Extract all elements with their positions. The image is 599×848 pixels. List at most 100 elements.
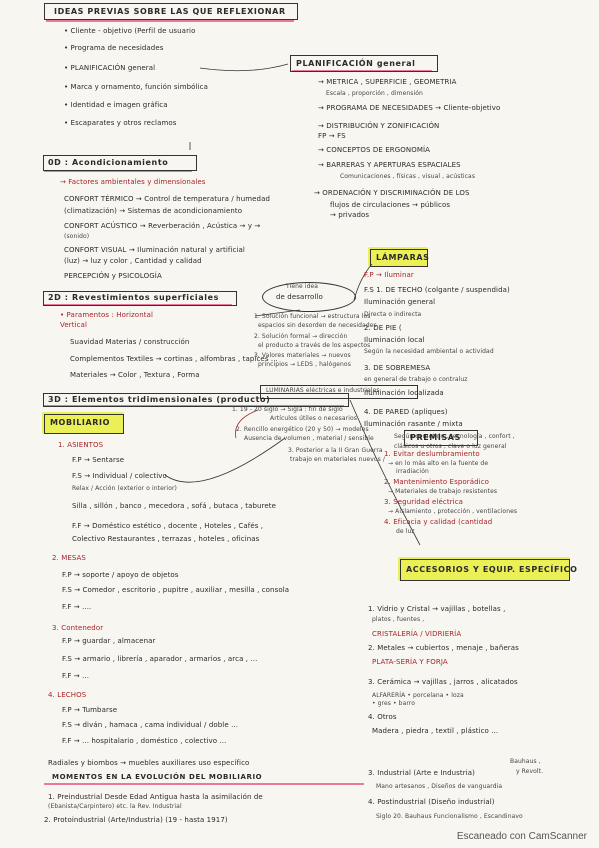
bottom-row: 3. Industrial (Arte e Industria): [368, 769, 475, 777]
idea-item: • Cliente - objetivo (Perfil de usuario: [64, 27, 196, 35]
box-premisas: [404, 430, 478, 446]
highlight-lamparas: [368, 247, 428, 267]
plan-row: → BARRERAS Y APERTURAS ESPACIALES: [318, 161, 461, 169]
lamp-row: Según cometido , tecnología , confort ,: [394, 433, 515, 440]
plan-row: FP → FS: [318, 132, 346, 140]
box-2d: [43, 291, 237, 306]
mesas-row: F.S → Comedor , escritorio , pupitre , a…: [62, 586, 290, 594]
premisas-row: 1. Evitar deslumbramiento: [384, 450, 480, 458]
lamp-row: F.S 1. DE TECHO (colgante / suspendida): [364, 286, 510, 294]
premisas-row: → Materiales de trabajo resistentes: [388, 488, 498, 495]
lechos-title: 4. LECHOS: [48, 691, 87, 699]
lamparas-title: LÁMPARAS: [376, 253, 430, 262]
plan-row: Escala , proporción , dimensión: [326, 90, 423, 97]
lamp-row: Según la necesidad ambiental o actividad: [364, 348, 494, 355]
plan-row: flujos de circulaciones → públicos: [330, 201, 451, 209]
lamp-row: 2. DE PIE (: [364, 324, 402, 332]
highlight-accesorios: [398, 557, 570, 581]
camscanner-watermark: Escaneado con CamScanner: [456, 831, 587, 842]
acc-row: 3. Cerámica → vajillas , jarros , alicat…: [368, 678, 518, 686]
od-row: CONFORT ACÚSTICO → Reverberación , Acúst…: [64, 222, 261, 230]
d2-row: • Paramentos : Horizontal: [60, 311, 154, 319]
idea-bubble-row: espacios sin desorden de necesidades: [258, 322, 377, 329]
box-planificacion: [290, 55, 438, 72]
d2-title: 2D : Revestimientos superficiales: [48, 293, 219, 302]
idea-item: • Marca y ornamento, función simbólica: [64, 83, 208, 91]
od-row: (sonido): [64, 233, 90, 240]
accesorios-title: ACCESORIOS Y EQUIP. ESPECÍFICO: [406, 565, 578, 574]
acc-row: platos , fuentes ,: [372, 616, 425, 623]
d3-title: 3D : Elementos tridimensionales (product…: [48, 395, 271, 404]
d2-row: Vertical: [60, 321, 88, 329]
plan-row: → METRICA , SUPERFICIE , GEOMETRIA: [318, 78, 457, 86]
idea-bubble-row: 3. Valores materiales → nuevos: [254, 352, 351, 359]
contenedor-row: F.F → ...: [62, 672, 90, 680]
acc-row: • gres • barro: [372, 700, 416, 707]
lamp-row: Iluminación local: [364, 336, 425, 344]
box-od: [43, 155, 197, 171]
lamp-row: 4. DE PARED (apliques): [364, 408, 448, 416]
box-accesorios: [400, 559, 570, 581]
lum-row: 3. Posterior a la II Gran Guerra: [288, 447, 383, 454]
lechos-row: F.P → Tumbarse: [62, 706, 118, 714]
od-row: CONFORT TÉRMICO → Control de temperatura…: [64, 195, 271, 203]
underline-momentos: [44, 783, 364, 785]
d2-row: Complementos Textiles → cortinas , alfom…: [70, 355, 278, 363]
box-luminarias: [260, 385, 418, 399]
premisas-row: 3. Seguridad eléctrica: [384, 498, 464, 506]
asientos-row: F.F → Doméstico estético , docente , Hot…: [72, 522, 264, 530]
asientos-row: Relax / Acción (exterior o interior): [72, 485, 177, 492]
od-row: PERCEPCIÓN y PSICOLOGÍA: [64, 272, 162, 280]
lum-row: 1. 19 - 20 siglo → Sigla : fin de siglo: [232, 406, 343, 413]
bauhaus-note: y Revolt.: [516, 768, 544, 775]
mesas-row: F.F → ....: [62, 603, 92, 611]
lamp-row: Iluminación localizada: [364, 389, 444, 397]
d2-row: Suavidad Materias / construcción: [70, 338, 190, 346]
premisas-title: PREMISAS: [410, 433, 461, 442]
lum-row: trabajo en materiales nuevos /: [290, 456, 385, 463]
contenedor-row: F.S → armario , librería , aparador , ar…: [62, 655, 258, 663]
plan-row: → privados: [330, 211, 370, 219]
radiales-row: Radiales y biombos → muebles auxiliares …: [48, 759, 250, 767]
acc-row: 2. Metales → cubiertos , menaje , bañera…: [368, 644, 519, 652]
acc-row: 4. Otros: [368, 713, 397, 721]
od-row: (climatización) → Sistemas de acondicion…: [64, 207, 243, 215]
lamp-row: 3. DE SOBREMESA: [364, 364, 431, 372]
planificacion-title: PLANIFICACIÓN general: [296, 59, 416, 68]
od-row: (luz) → luz y color , Cantidad y calidad: [64, 257, 202, 265]
idea-item: • Identidad e imagen gráfica: [64, 101, 168, 109]
bottom-row: 4. Postindustrial (Diseño industrial): [368, 798, 495, 806]
contenedor-row: F.P → guardar , almacenar: [62, 637, 156, 645]
premisas-row: → en lo más alto en la fuente de: [388, 460, 489, 467]
mesas-title: 2. MESAS: [52, 554, 86, 562]
premisas-row: 4. Eficacia y calidad (cantidad: [384, 518, 493, 526]
lechos-row: F.S → diván , hamaca , cama individual /…: [62, 721, 239, 729]
bauhaus-note: Bauhaus ,: [510, 758, 541, 765]
momentos-row: 1. Preindustrial Desde Edad Antigua hast…: [48, 793, 263, 801]
premisas-row: de luz: [396, 528, 415, 535]
idea-bubble-row: 2. Solución formal → dirección: [254, 333, 348, 340]
acc-row: Madera , piedra , textil , plástico ...: [372, 727, 499, 735]
plan-row: → PROGRAMA DE NECESIDADES → Cliente-obje…: [318, 104, 501, 112]
lamp-row: Iluminación general: [364, 298, 436, 306]
de-desarrollo: de desarrollo: [276, 293, 323, 301]
contenedor-title: 3. Contenedor: [52, 624, 104, 632]
idea-item: • Escaparates y otros reclamos: [64, 119, 177, 127]
idea-bubble-row: el producto a través de los aspectos: [258, 342, 371, 349]
d2-row: Materiales → Color , Textura , Forma: [70, 371, 200, 379]
acc-row: PLATA-SERÍA Y FORJA: [372, 658, 448, 666]
luminarias-title: LUMINARIAS eléctricas e industriales: [266, 387, 380, 394]
bottom-row: Mano artesanos , Diseños de vanguardia: [376, 783, 503, 790]
asientos-row: Silla , sillón , banco , mecedora , sofá…: [72, 502, 277, 510]
lum-row: 2. Rencillo energético (20 y 50) → model…: [236, 426, 369, 433]
momentos-row: 2. Protoindustrial (Arte/Industria) (19 …: [44, 816, 228, 824]
lamp-row: F.P → Iluminar: [364, 271, 414, 279]
asientos-title: 1. ASIENTOS: [58, 441, 104, 449]
lamp-row: clásicos u otros , clave o luz general: [394, 443, 507, 450]
box-idea-title: [44, 3, 298, 20]
box-lamparas: [370, 249, 428, 267]
premisas-row: → Aislamiento , protección , ventilacion…: [388, 508, 518, 515]
idea-item: • Programa de necesidades: [64, 44, 164, 52]
idea-bubble-row: 1. Solución funcional → estructura los: [254, 313, 371, 320]
lum-row: Ausencia de volumen , material / sensibl…: [244, 435, 374, 442]
